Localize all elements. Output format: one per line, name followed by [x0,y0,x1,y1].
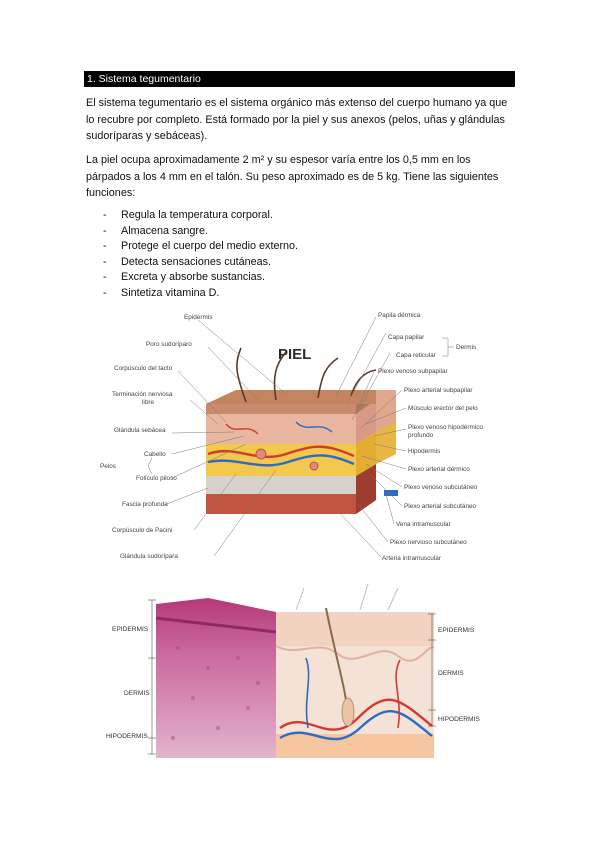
label-plexo-venoso-subpapilar: Plexo venoso subpapilar [378,368,449,375]
label-plexo-venoso-hipodermico: Plexo venoso hipodérmico [408,424,483,431]
label-poro-sudoriparo: Poro sudoríparo [146,341,192,348]
label-epidermis-right: EPIDERMIS [438,627,475,634]
section-heading: 1. Sistema tegumentario [84,71,515,87]
list-item: Excreta y absorbe sustancias. [100,270,298,286]
label-hipodermis-left: HIPODERMIS [106,733,148,740]
label-plexo-venoso-subcutaneo: Plexo venoso subcutáneo [404,484,478,491]
list-item: Protege el cuerpo del medio externo. [100,239,298,255]
label-vena-intramuscular: Vena intramuscular [396,521,452,528]
intro-paragraph: El sistema tegumentario es el sistema or… [86,97,508,142]
label-plexo-arterial-dermico: Plexo arterial dérmico [408,466,470,473]
label-capa-reticular: Capa reticular [396,352,437,359]
label-dermis-left: DERMIS [124,690,150,697]
label-terminacion-libre: libre [142,399,155,406]
label-corpusculo-pacini: Corpúsculo de Pacini [112,527,172,534]
label-plexo-arterial-subcutaneo: Plexo arterial subcutáneo [404,503,477,510]
label-cabello: Cabello [144,451,166,458]
functions-list: Regula la temperatura corporal. Almacena… [100,208,298,302]
label-plexo-nervioso: Plexo nervioso subcutáneo [390,539,467,546]
label-plexo-arterial-subpapilar: Plexo arterial subpapilar [404,387,473,394]
label-corpusculo-tacto: Corpúsculo del tacto [114,365,173,372]
label-capa-papilar: Capa papilar [388,334,425,341]
diagram-title: PIEL [278,346,311,363]
list-item: Detecta sensaciones cutáneas. [100,255,298,271]
label-hipodermis-right: HIPODERMIS [438,716,480,723]
label-dermis-right: DERMIS [438,670,464,677]
label-epidermis: Epidermis [184,314,212,321]
label-foliculo-piloso: Folículo piloso [136,475,177,482]
skin-paragraph: La piel ocupa aproximadamente 2 m² y su … [86,154,499,199]
label-papila-dermica: Papila dérmica [378,312,421,319]
label-dermis: Dermis [456,344,476,351]
list-item: Regula la temperatura corporal. [100,208,298,224]
label-musculo-erector: Músculo erector del pelo [408,405,478,412]
list-item: Sintetiza vitamina D. [100,286,298,302]
label-epidermis-left: EPIDERMIS [112,626,149,633]
list-item: Almacena sangre. [100,224,298,240]
label-terminacion-nerviosa: Terminación nerviosa [112,391,173,398]
label-glandula-sebacea: Glándula sebácea [114,427,166,434]
skin-3d-diagram: PIEL [100,312,483,562]
label-fascia-profunda: Fascia profunda [122,501,168,508]
label-arteria-intramuscular: Arteria intramuscular [382,555,442,562]
skin-histology-diagram: EPIDERMIS DERMIS HIPODERMIS EPIDERMIS DE… [106,583,480,758]
label-pelos: Pelos [100,463,116,470]
label-hipodermis: Hipodermis [408,448,440,455]
label-plexo-venoso-profundo: profundo [408,432,434,439]
label-glandula-sudoripara: Glándula sudorípara [120,553,178,560]
